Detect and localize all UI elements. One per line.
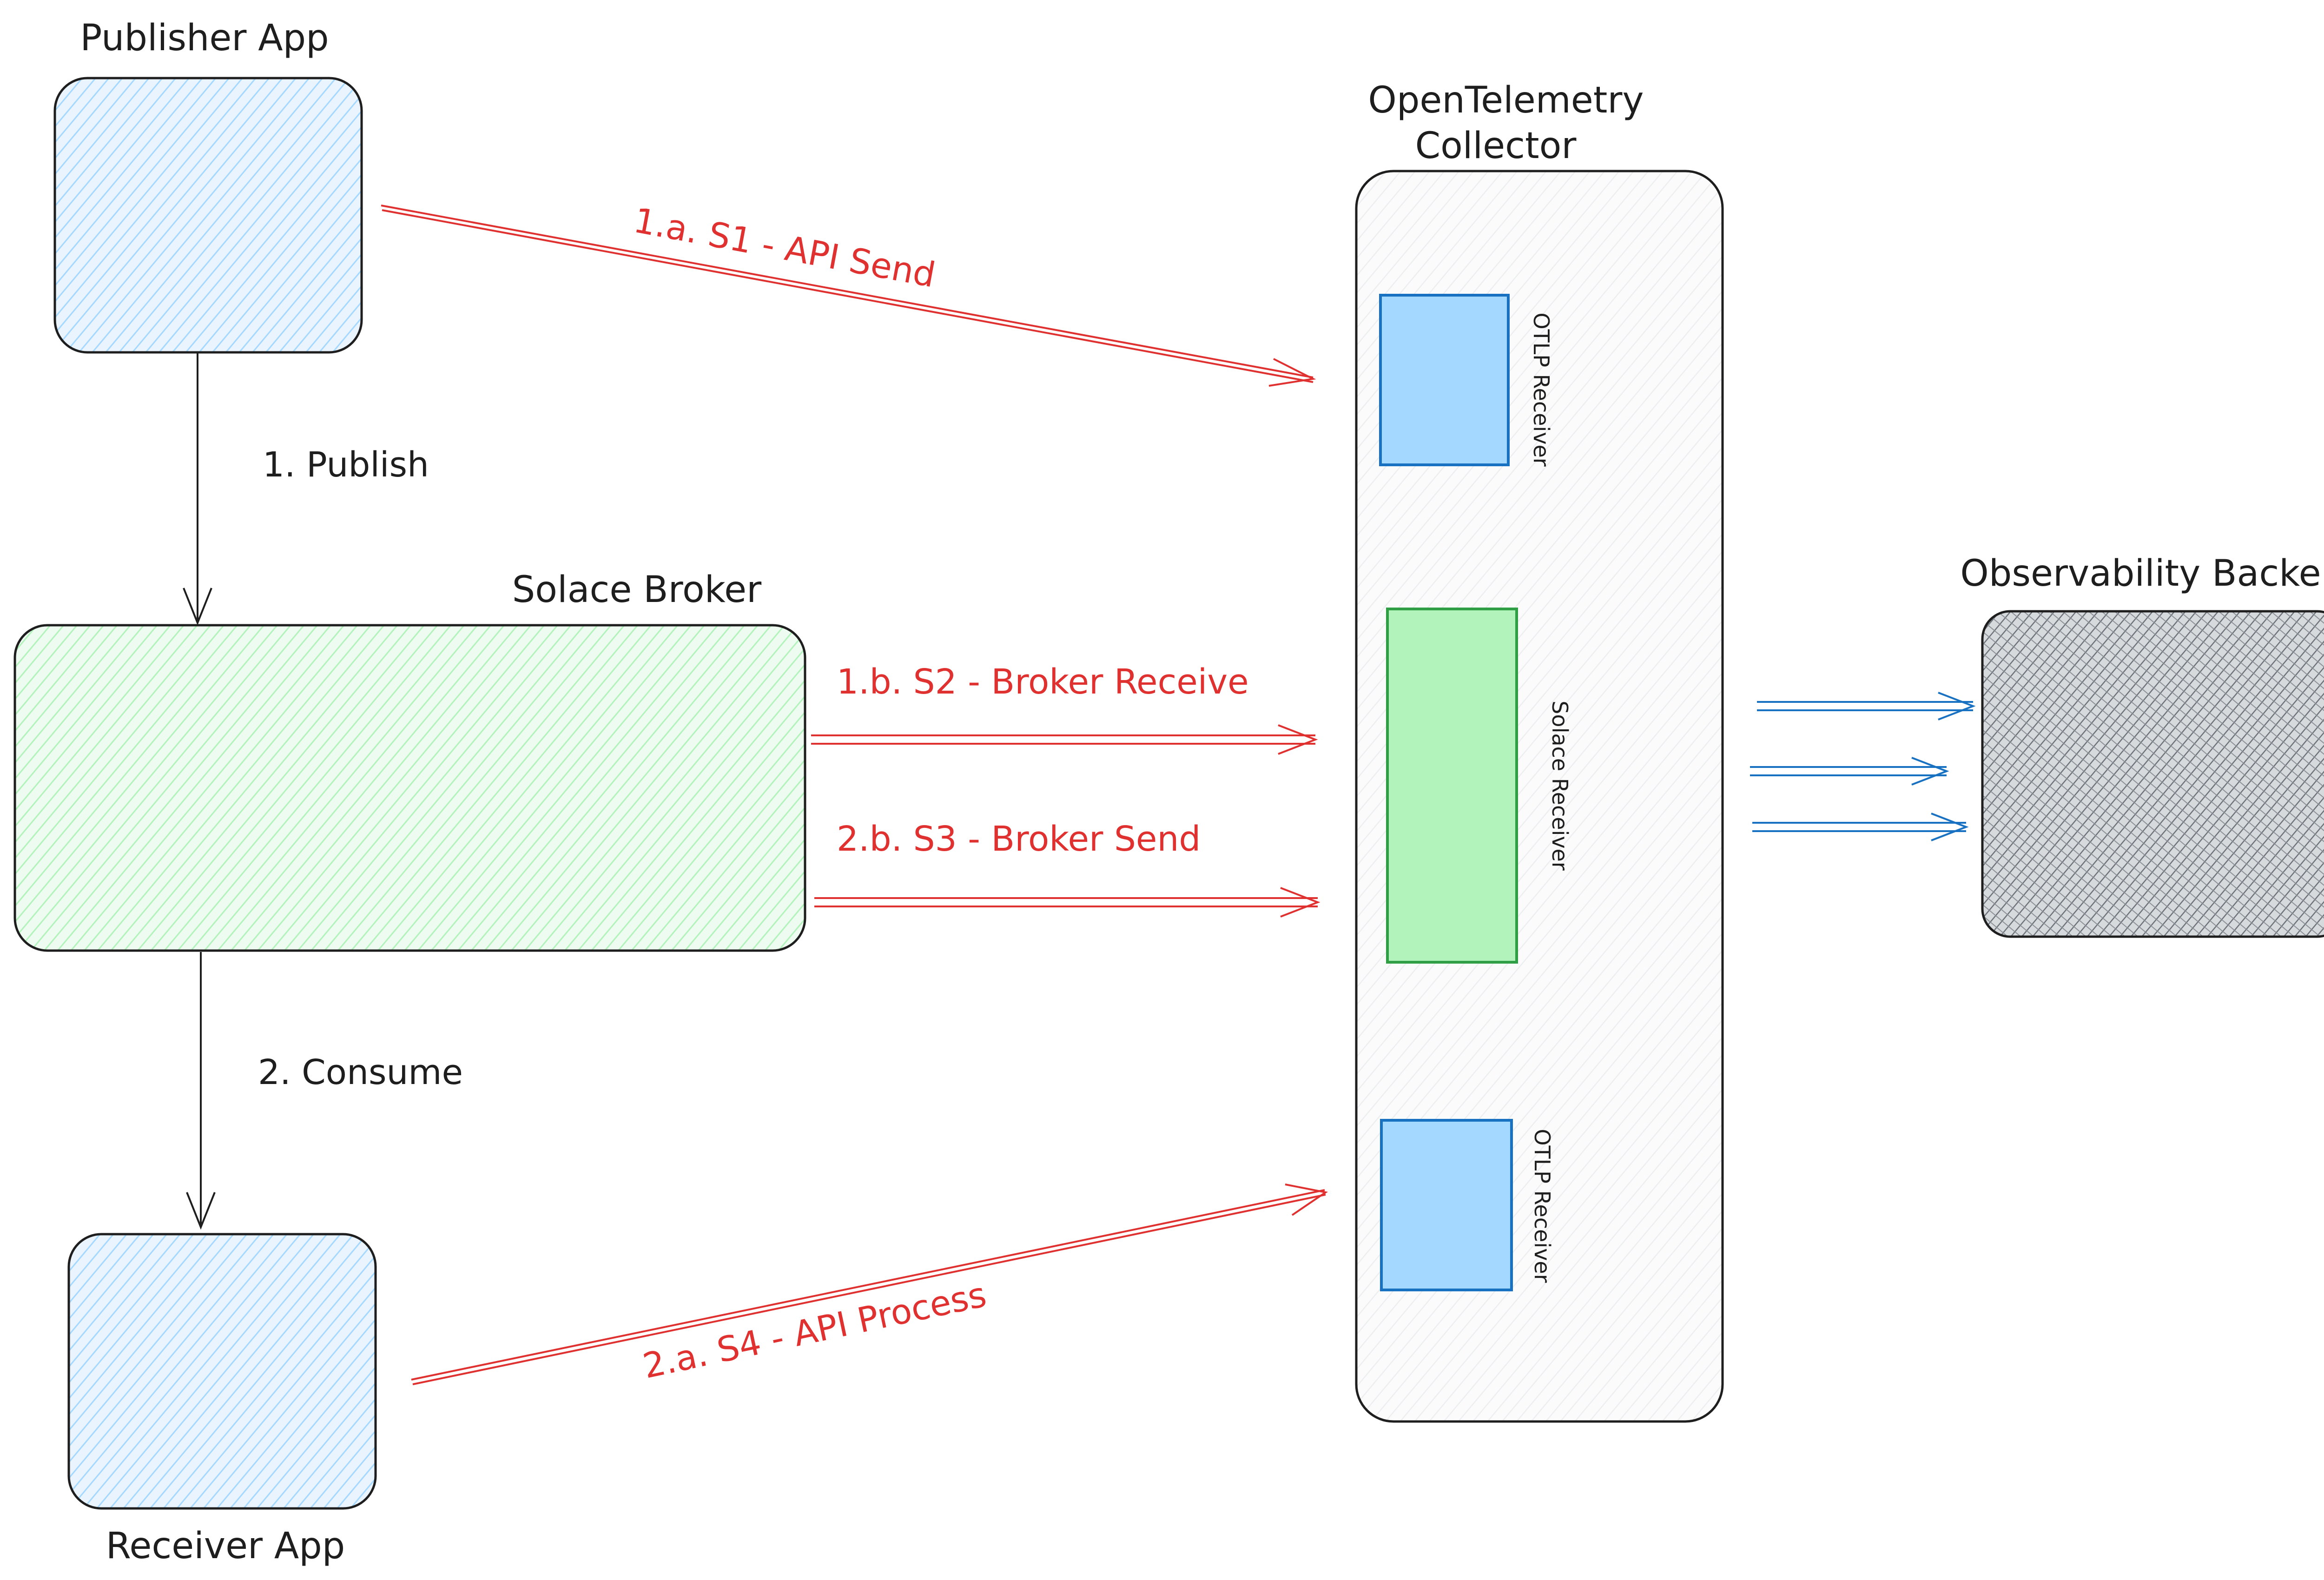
consume-arrow [186, 952, 216, 1230]
collector-label-line1: OpenTelemetry [1368, 79, 1644, 121]
consume-label: 2. Consume [258, 1052, 463, 1092]
solace-broker-label: Solace Broker [512, 569, 762, 611]
publish-label: 1. Publish [263, 445, 429, 485]
s2-label: 1.b. S2 - Broker Receive [837, 662, 1249, 702]
receiver-app-box [67, 1233, 377, 1510]
observability-backend-label: Observability Backend [1960, 553, 2324, 595]
collector-label-line2: Collector [1415, 125, 1577, 167]
otlp-receiver-bottom-box [1380, 1119, 1513, 1291]
s3-label: 2.b. S3 - Broker Send [837, 819, 1201, 859]
s1-label: 1.a. S1 - API Send [631, 200, 938, 295]
s4-arrow [411, 1183, 1328, 1385]
export-arrow-2 [1750, 757, 1949, 786]
receiver-app-label: Receiver App [106, 1525, 345, 1567]
s4-label: 2.a. S4 - API Process [640, 1275, 990, 1386]
s3-arrow [814, 887, 1320, 918]
otlp-receiver-bottom-label: OTLP Receiver [1530, 1129, 1555, 1283]
solace-broker-box [13, 624, 806, 952]
export-arrow-1 [1757, 692, 1976, 721]
publisher-app-box [53, 77, 363, 354]
observability-backend-box [1981, 610, 2324, 938]
publisher-app-label: Publisher App [80, 17, 329, 59]
otlp-receiver-top-label: OTLP Receiver [1529, 312, 1554, 466]
solace-receiver-label: Solace Receiver [1547, 701, 1572, 871]
publish-arrow [183, 353, 212, 626]
otlp-receiver-top-box [1379, 294, 1510, 466]
s2-arrow [811, 724, 1318, 755]
export-arrow-3 [1752, 813, 1969, 841]
collector-box [1355, 170, 1724, 1423]
s1-arrow [381, 205, 1316, 387]
solace-receiver-box [1386, 608, 1518, 964]
